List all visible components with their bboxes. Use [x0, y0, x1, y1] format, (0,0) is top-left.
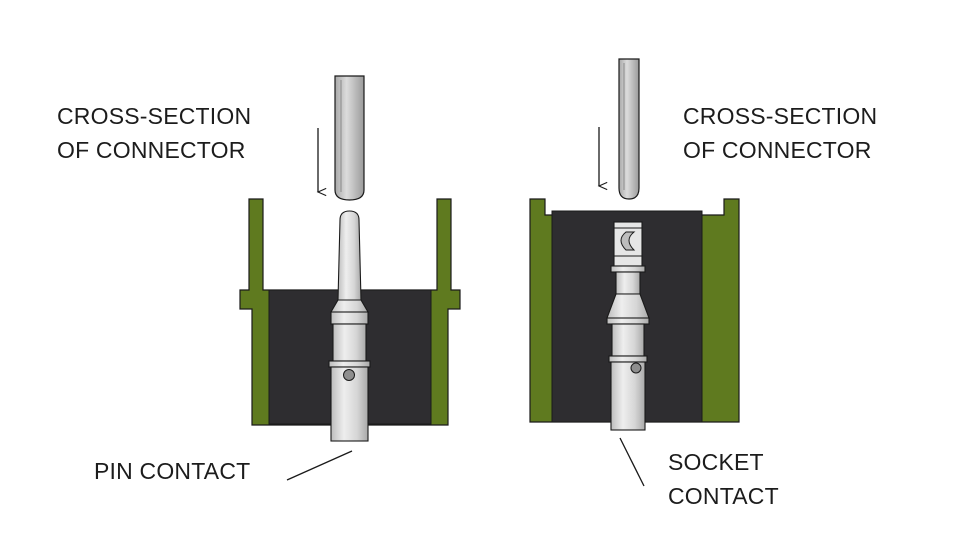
right-test-probe	[618, 58, 640, 200]
socket-contact-label-line1: SOCKET	[668, 449, 764, 475]
left-cross-section-label-line1: CROSS-SECTION	[57, 103, 251, 129]
socket-contact-leader-line	[619, 437, 645, 487]
pin-connector-assembly	[239, 75, 461, 442]
pin-inspection-hole	[343, 369, 355, 381]
socket-contact	[606, 221, 650, 431]
right-cross-section-label-line2: OF CONNECTOR	[683, 137, 872, 163]
socket-inspection-hole	[630, 362, 642, 374]
right-cross-section-label-line1: CROSS-SECTION	[683, 103, 877, 129]
left-test-probe	[334, 75, 365, 201]
socket-connector-assembly	[529, 58, 740, 431]
pin-contact	[328, 210, 371, 442]
pin-contact-leader-line	[286, 450, 353, 481]
left-cross-section-label-line2: OF CONNECTOR	[57, 137, 246, 163]
socket-contact-label-line2: CONTACT	[668, 483, 779, 509]
pin-contact-label: PIN CONTACT	[94, 458, 250, 484]
